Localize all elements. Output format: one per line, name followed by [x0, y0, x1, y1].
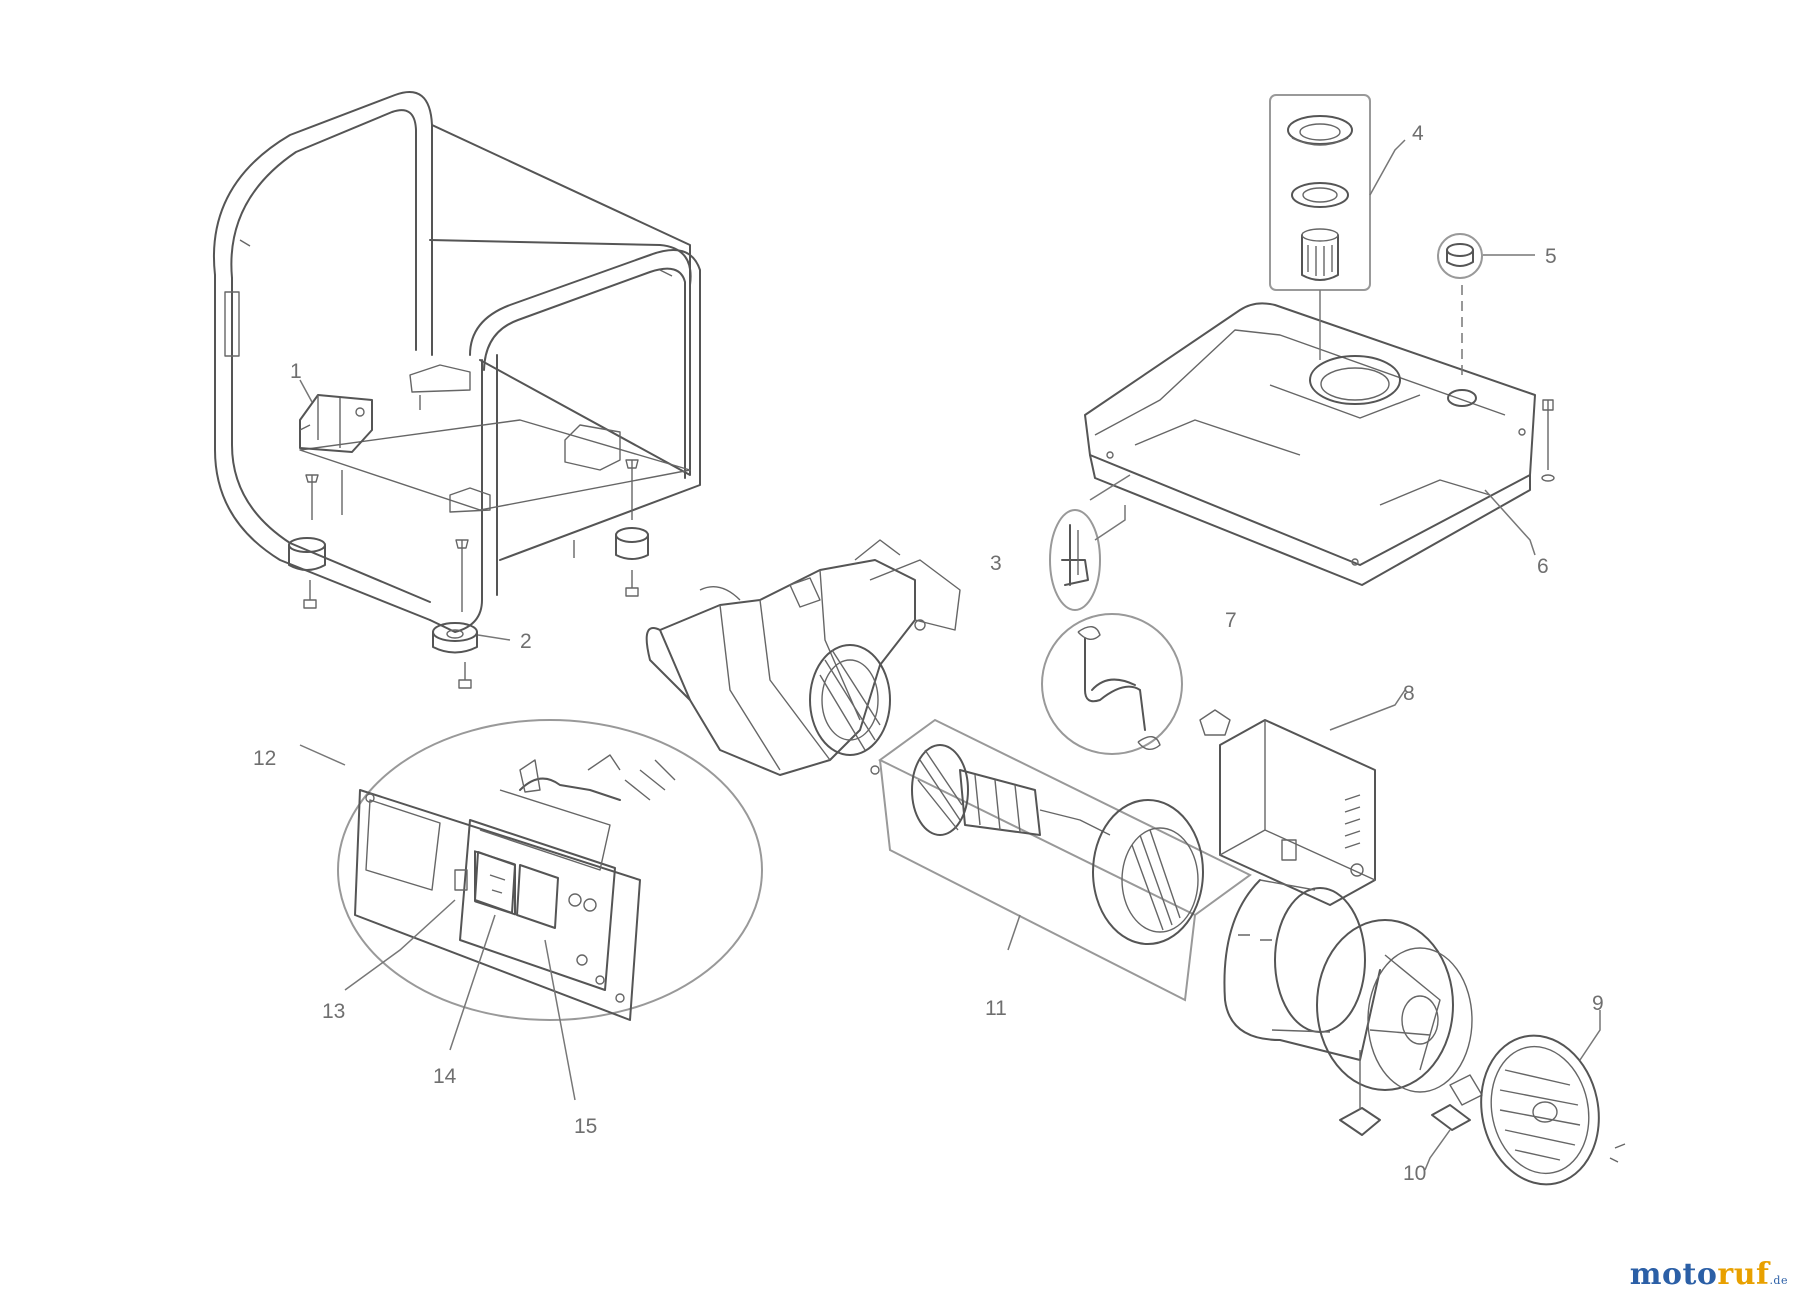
callout-3: 3 [990, 552, 1002, 575]
engine-drawing [645, 539, 961, 776]
tank-bolt [1541, 399, 1555, 482]
callout-14: 14 [433, 1065, 457, 1088]
callout-10: 10 [1403, 1162, 1426, 1185]
rubber-feet [288, 527, 649, 654]
callout-13: 13 [322, 1000, 345, 1023]
callout-1: 1 [290, 360, 302, 383]
bolts [303, 395, 639, 689]
fuel-valve-3 [1049, 505, 1126, 611]
callout-4: 4 [1412, 122, 1424, 145]
callout-8: 8 [1403, 682, 1415, 705]
leader-lines [299, 139, 1536, 641]
watermark-part1: moto [1629, 1257, 1718, 1292]
callout-9: 9 [1592, 992, 1604, 1015]
rotor-group-11 [878, 718, 1252, 1002]
callout-5: 5 [1545, 245, 1557, 268]
engine-mount-1 [299, 394, 373, 453]
fuel-hose-7 [1041, 613, 1183, 755]
control-panel-group [299, 719, 763, 1101]
callout-11: 11 [985, 997, 1007, 1020]
fuel-tank [1084, 302, 1536, 586]
callout-7: 7 [1225, 609, 1237, 632]
fuel-filter-group-4 [1269, 94, 1371, 360]
watermark-suffix: .de [1769, 1274, 1788, 1287]
engine-mount-right [409, 364, 621, 513]
alternator-housing [1223, 879, 1483, 1136]
callout-12: 12 [253, 747, 276, 770]
tank-cap-5 [1437, 233, 1483, 375]
rectifier-10 [1424, 1104, 1471, 1171]
watermark-part2: ruf [1717, 1257, 1770, 1292]
callout-labels: 1 2 3 4 5 6 7 8 9 10 11 12 13 14 15 [253, 122, 1604, 1185]
callout-15: 15 [574, 1115, 597, 1138]
frame-drawing [213, 90, 701, 633]
callout-2: 2 [520, 630, 532, 653]
end-cover-9 [1480, 1010, 1626, 1186]
callout-6: 6 [1537, 555, 1549, 578]
tank-connector-lines [1089, 474, 1131, 501]
control-box-8 [1199, 689, 1406, 906]
watermark-logo: motoruf.de [1630, 1257, 1788, 1292]
